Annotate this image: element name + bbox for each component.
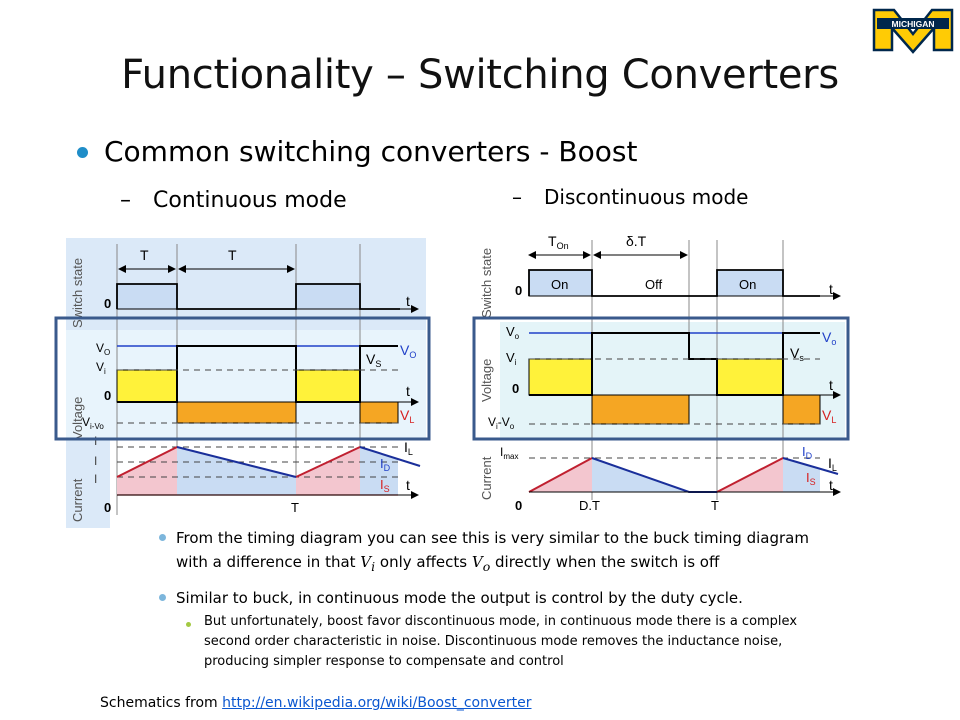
dash: – [120, 188, 131, 213]
switch-zero: 0 [515, 283, 522, 298]
switch-axis-t: t [829, 281, 833, 297]
label-vo: Vo [506, 324, 520, 341]
label-vo: VO [96, 341, 110, 357]
voltage-axis-t: t [829, 377, 833, 393]
row-label-switch-state: Switch state [70, 258, 85, 328]
subnote-line-1: But unfortunately, boost favor discontin… [204, 614, 798, 629]
discontinuous-diagram: Switch state Voltage Current TOn δ.T On … [479, 233, 845, 513]
label-vi: Vi [96, 360, 106, 376]
source-citation: Schematics from http://en.wikipedia.org/… [100, 695, 532, 711]
label-id: ID [802, 444, 813, 461]
source-link[interactable]: http://en.wikipedia.org/wiki/Boost_conve… [222, 695, 532, 711]
state-on-1: On [551, 277, 568, 292]
row-label-voltage: Voltage [70, 397, 85, 440]
label-id: ID [380, 456, 391, 473]
label-is: IS [806, 470, 816, 487]
label-t-end: T [711, 498, 719, 513]
source-prefix: Schematics from [100, 695, 223, 711]
note-bullet-2 [159, 594, 166, 601]
label-il: IL [404, 439, 413, 457]
label-vi-vo: Vi-Vo [82, 415, 104, 431]
label-vi: Vi [506, 350, 517, 367]
bullet-marker [77, 147, 88, 158]
label-vs: Vs [790, 345, 804, 363]
row-label-voltage: Voltage [479, 359, 494, 402]
state-on-2: On [739, 277, 756, 292]
note-1-line-1: From the timing diagram you can see this… [176, 529, 809, 547]
row-label-current: Current [479, 456, 494, 500]
current-tick-3: I [94, 472, 97, 486]
subnote-line-2: second order characteristic in noise. Di… [204, 634, 783, 649]
subnote: But unfortunately, boost favor discontin… [204, 612, 797, 672]
switch-axis-t: t [406, 293, 410, 309]
label-delta-t: δ.T [626, 233, 647, 249]
continuous-diagram: Switch state Voltage Current T T 0 t [66, 238, 426, 528]
discontinuous-voltage-highlight [472, 316, 850, 441]
label-il: IL [828, 455, 837, 473]
continuous-voltage-highlight [54, 316, 431, 441]
note-bullet-1 [159, 534, 166, 541]
label-vs: VS [366, 351, 381, 369]
subnote-line-3: producing simpler response to compensate… [204, 654, 564, 669]
label-vo-right: VO [400, 342, 416, 360]
period-label-2: T [228, 247, 237, 263]
label-vi-vo: Vi-Vo [488, 415, 515, 431]
note-2: Similar to buck, in continuous mode the … [176, 589, 743, 607]
current-tick-2: I [94, 454, 97, 468]
discontinuous-mode-label: –Discontinuous mode [512, 185, 748, 209]
label-vo-right: Vo [822, 329, 836, 347]
discontinuous-mode-text: Discontinuous mode [544, 185, 749, 209]
voltage-zero: 0 [104, 388, 111, 403]
michigan-logo: MICHIGAN [872, 8, 954, 54]
current-zero: 0 [515, 498, 522, 513]
page-title: Functionality – Switching Converters [121, 52, 839, 98]
current-zero: 0 [104, 500, 111, 515]
current-bottom-t: T [291, 500, 299, 515]
subnote-bullet [186, 622, 191, 627]
note-1-line-2: with a difference in that Vi only affect… [176, 553, 720, 574]
label-vl: VL [822, 407, 836, 425]
label-imax: Imax [500, 445, 518, 461]
voltage-axis-t: t [406, 383, 410, 399]
label-is: IS [380, 477, 390, 494]
row-label-current: Current [70, 478, 85, 522]
note-1: From the timing diagram you can see this… [176, 526, 809, 579]
logo-text: MICHIGAN [892, 19, 935, 29]
row-label-switch-state: Switch state [479, 248, 494, 318]
main-bullet: Common switching converters - Boost [104, 135, 638, 168]
switch-zero: 0 [104, 296, 111, 311]
label-dt: D.T [579, 498, 600, 513]
continuous-mode-label: –Continuous mode [120, 188, 347, 213]
continuous-mode-text: Continuous mode [153, 188, 347, 213]
current-axis-t: t [406, 477, 410, 493]
voltage-zero: 0 [512, 381, 519, 396]
label-ton: TOn [548, 233, 569, 251]
current-axis-t: t [829, 477, 833, 493]
label-vl: VL [400, 407, 414, 425]
dash: – [512, 185, 522, 209]
current-tick-1: I [94, 434, 97, 448]
period-label-1: T [140, 247, 149, 263]
state-off: Off [645, 277, 662, 292]
